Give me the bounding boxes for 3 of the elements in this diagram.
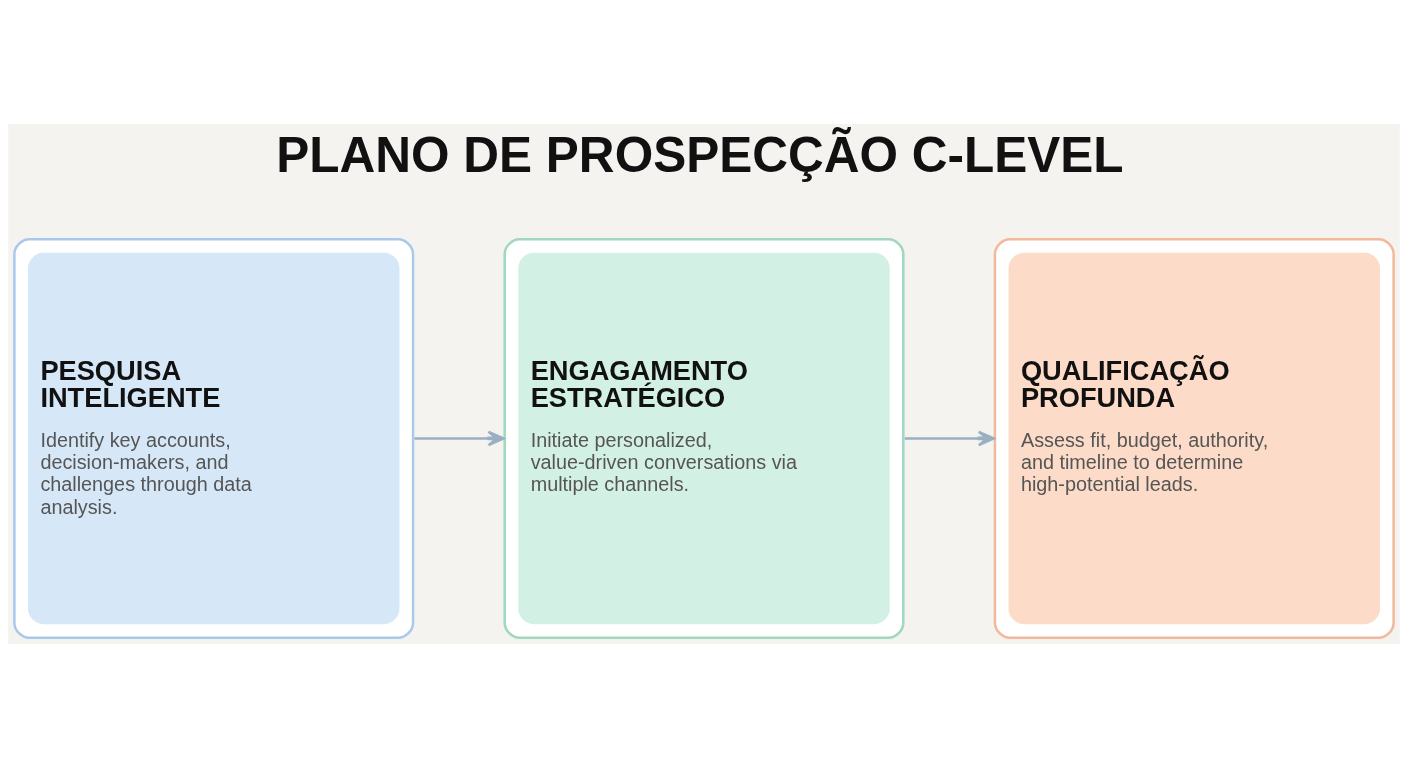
arrow — [414, 430, 505, 447]
diagram-title: PLANO DE PROSPECÇÃO C-LEVEL — [276, 127, 1124, 183]
arrow — [904, 430, 995, 447]
